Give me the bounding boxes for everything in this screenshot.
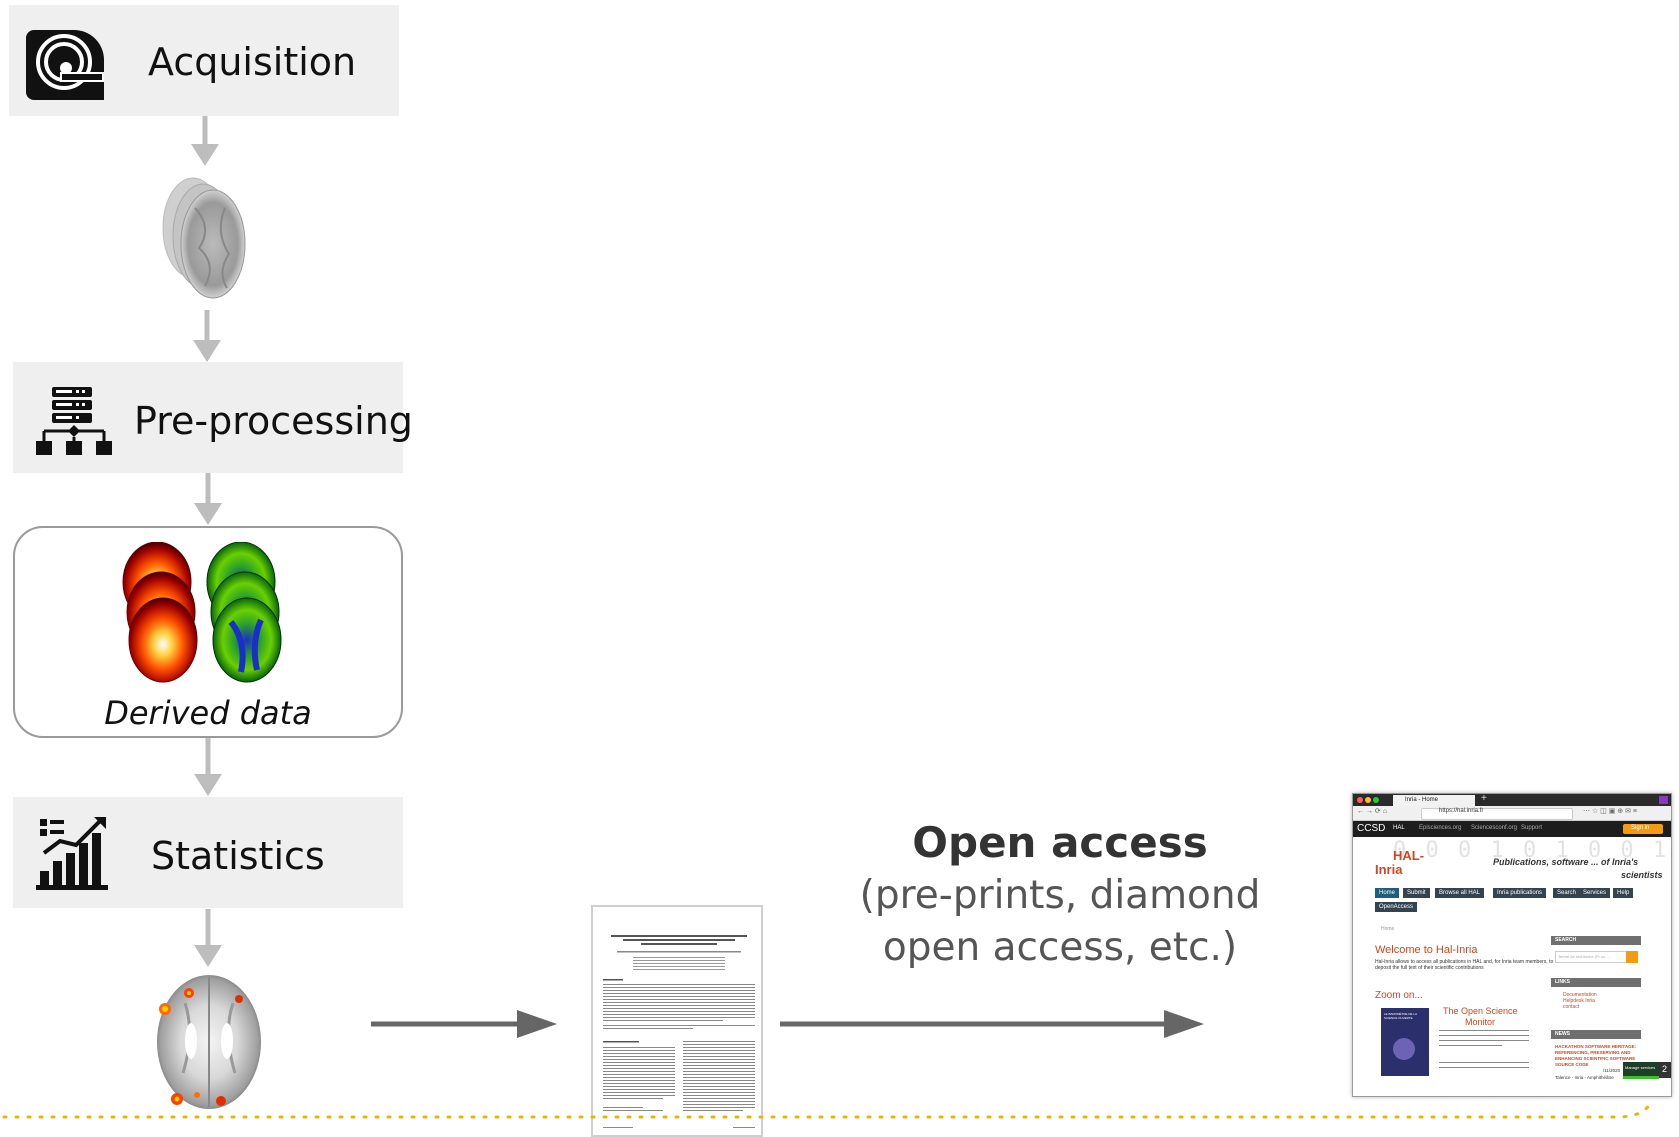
menu-submit[interactable]: Submit (1403, 888, 1430, 898)
welcome-text-line1: Hal-Inria allows to access all publicati… (1375, 959, 1554, 965)
nav-sciencesconf[interactable]: Sciencesconf.org (1471, 825, 1518, 831)
toolbar-icons[interactable]: ⋯ ☆ ◫ ▣ ⊕ ✉ ≡ (1583, 808, 1637, 815)
osm-cover-image[interactable]: LE BAROMÈTRE DE LA SCIENCE OUVERTE (1381, 1008, 1429, 1076)
arrow-right-to-paper (371, 1010, 557, 1038)
nav-episciences[interactable]: Episciences.org (1419, 825, 1462, 831)
menu-openaccess[interactable]: OpenAccess (1375, 902, 1418, 912)
notification-badge[interactable]: 2 (1659, 1062, 1671, 1078)
news-date: /11/2020 (1603, 1068, 1621, 1073)
search-input[interactable]: Terme de recherche (Fr ou ... (1555, 951, 1627, 963)
welcome-heading: Welcome to Hal-Inria (1375, 944, 1478, 956)
derived-data-step: Derived data (13, 526, 403, 738)
open-access-subtitle-line1: (pre-prints, diamond (859, 873, 1261, 918)
dotted-separator-line (2, 1100, 1654, 1119)
open-access-subtitle-line2: open access, etc.) (882, 925, 1238, 970)
open-access-title: Open access (912, 818, 1208, 867)
manage-services-button[interactable]: Manage services (1623, 1062, 1659, 1079)
back-forward-icons[interactable]: ← → ⟳ ⌂ (1357, 808, 1387, 815)
body-columns (603, 1041, 755, 1128)
window-minimize-dot[interactable] (1365, 797, 1371, 803)
osm-cover-circle (1393, 1038, 1415, 1060)
menu-home[interactable]: Home (1375, 888, 1400, 898)
browser-tab[interactable]: Inria - Home (1393, 795, 1475, 806)
menu-browse[interactable]: Browse all HAL (1435, 888, 1485, 898)
link-documentation[interactable]: Documentation (1563, 992, 1597, 998)
acquisition-label: Acquisition (148, 40, 357, 84)
nav-support[interactable]: Support (1521, 825, 1543, 831)
url-field[interactable] (1421, 808, 1573, 820)
menu-search[interactable]: Search (1553, 888, 1581, 898)
arrow-down-4 (194, 738, 222, 796)
derived-maps-image (122, 542, 282, 683)
link-contact[interactable]: contact (1563, 1004, 1580, 1010)
browser-titlebar: Inria - Home + (1353, 794, 1671, 806)
links-panel-head: LINKS (1551, 978, 1641, 987)
menu-help[interactable]: Help (1613, 888, 1634, 898)
arrow-down-2 (193, 310, 221, 362)
signin-button[interactable] (1623, 824, 1663, 834)
url-text: https://hal.inria.fr (1439, 808, 1484, 814)
nav-hal[interactable]: HAL (1393, 825, 1405, 831)
browser-toolbar: ← → ⟳ ⌂ https://hal.inria.fr ⋯ ☆ ◫ ▣ ⊕ ✉… (1353, 806, 1671, 821)
osm-text-lines (1439, 1030, 1529, 1068)
hal-inria-browser-screenshot: Inria - Home + ← → ⟳ ⌂ https://hal.inria… (1352, 793, 1672, 1097)
paper-text-lines (603, 935, 755, 1128)
hal-header: 0 0 0 1 0 1 0 0 1 1 HAL- Inria Publicati… (1353, 838, 1671, 888)
osm-title-line2[interactable]: Monitor (1465, 1017, 1496, 1027)
browser-menu-badge (1659, 796, 1668, 804)
binary-background: 0 0 0 1 0 1 0 0 1 1 (1393, 838, 1671, 863)
arrow-down-3 (194, 473, 222, 525)
welcome-text-line2: deposit the full text of their scientifi… (1375, 965, 1484, 971)
search-head-label: SEARCH (1555, 937, 1577, 943)
bar-chart-growth-icon (36, 817, 108, 890)
hal-tagline-line2: scientists (1621, 870, 1663, 880)
mri-scanner-icon (26, 30, 104, 100)
search-placeholder: Terme de recherche (Fr ou ... (1558, 954, 1610, 959)
arrow-down-1 (191, 116, 219, 166)
window-maximize-dot[interactable] (1373, 797, 1379, 803)
hal-tagline-line1: Publications, software ... of Inria's (1493, 857, 1639, 867)
link-helpdesk[interactable]: Helpdesk Inria (1563, 998, 1595, 1004)
derived-data-label: Derived data (104, 694, 312, 732)
server-network-icon (36, 387, 112, 455)
paper-preprint-thumbnail (591, 905, 763, 1137)
open-access-subtitle: (pre-prints, diamond open access, etc.) (820, 870, 1300, 974)
ccsd-navbar: CCSD HAL Episciences.org Sciencesconf.or… (1353, 821, 1671, 837)
menu-services[interactable]: Services (1579, 888, 1611, 898)
hal-menu: Home Submit Browse all HAL Inria publica… (1375, 888, 1634, 918)
osm-cover-text: LE BAROMÈTRE DE LA SCIENCE OUVERTE (1384, 1012, 1417, 1020)
preprocessing-label: Pre-processing (134, 399, 413, 443)
signin-label: Sign in (1631, 825, 1650, 831)
abstract-lines (603, 984, 755, 1029)
search-panel-head: SEARCH (1551, 936, 1641, 945)
hal-logo-line2[interactable]: Inria (1375, 862, 1403, 877)
statistical-map-brain-image (157, 975, 261, 1109)
new-tab-icon[interactable]: + (1481, 793, 1487, 804)
statistics-label: Statistics (151, 834, 325, 878)
hal-logo-line1[interactable]: HAL- (1393, 848, 1425, 863)
window-close-dot[interactable] (1357, 797, 1363, 803)
raw-brain-volume-image (162, 177, 246, 299)
news-panel-head: NEWS (1551, 1030, 1641, 1039)
menu-inria-publications[interactable]: Inria publications (1493, 888, 1547, 898)
zoom-heading: Zoom on... (1375, 990, 1423, 1001)
news-place: Talence - Inria - Amphithéâtre (1555, 1075, 1614, 1080)
news-head-label: NEWS (1555, 1031, 1570, 1037)
search-button[interactable] (1626, 951, 1638, 963)
manage-services-label: Manage services (1625, 1065, 1656, 1070)
badge-count: 2 (1662, 1064, 1668, 1074)
osm-title-line1[interactable]: The Open Science (1443, 1006, 1518, 1016)
news-text[interactable]: HACKATHON SOFTWARE HERITAGE: REFERENCING… (1555, 1044, 1637, 1067)
arrow-down-5 (194, 909, 222, 967)
ccsd-brand[interactable]: CCSD (1357, 823, 1386, 834)
arrow-right-to-hal (780, 1010, 1204, 1038)
links-head-label: LINKS (1555, 979, 1570, 985)
breadcrumb[interactable]: Home (1381, 926, 1395, 932)
